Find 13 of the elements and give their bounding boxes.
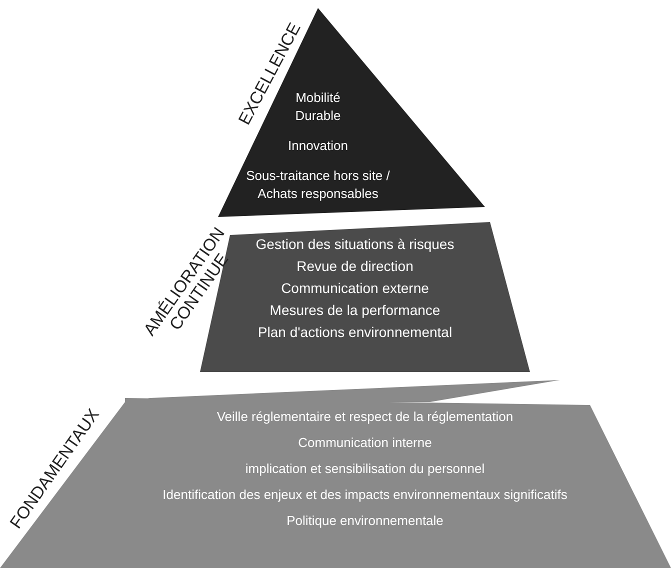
tier-item-text: implication et sensibilisation du personnel	[245, 460, 485, 478]
tier-item-text: Communication interne	[298, 434, 432, 452]
tier-item-text: Innovation	[288, 137, 348, 155]
tier-item-text: Politique environnementale	[286, 512, 444, 530]
tier-item-text: Veille réglementaire et respect de la réglementation	[216, 408, 514, 426]
tier-item-text: Communication externe	[281, 279, 429, 297]
tier-item-text: Mesures de la performance	[270, 301, 440, 319]
tier-item-text: Sous-traitance hors site / Achats responsables	[245, 167, 391, 203]
tier-item-text: Gestion des situations à risques	[256, 235, 454, 253]
tier-item-text: Revue de direction	[296, 257, 414, 275]
pyramid-tier	[0, 380, 671, 568]
tier-item-text: Identification des enjeux et des impacts environnementaux significatifs	[162, 486, 568, 504]
tier-item-text: Plan d'actions environnemental	[258, 323, 452, 341]
